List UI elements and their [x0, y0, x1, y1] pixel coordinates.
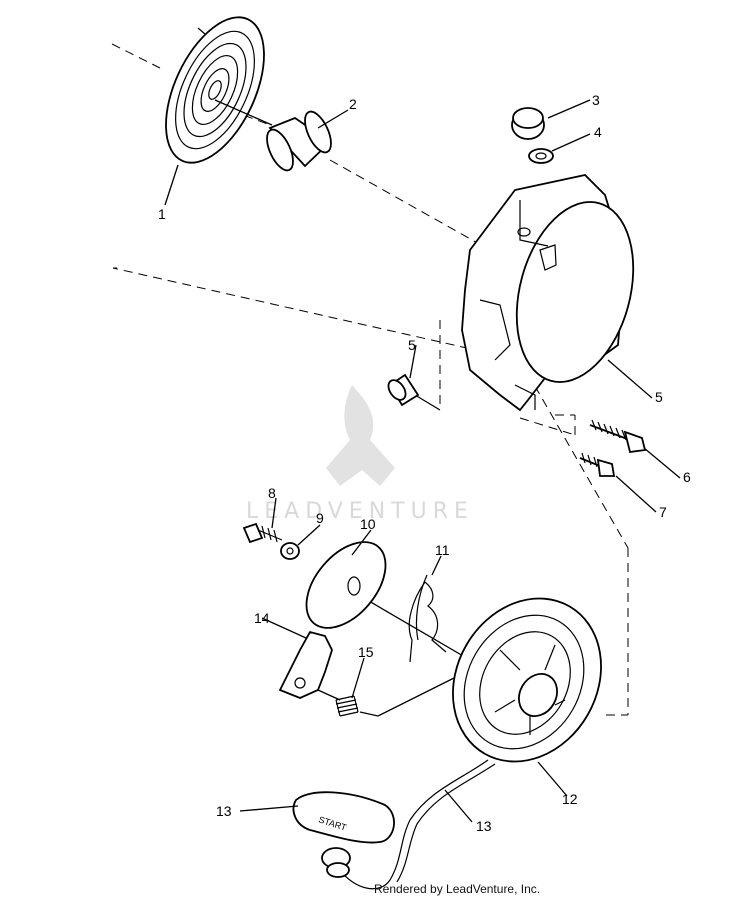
- callout-2: 2: [349, 96, 357, 112]
- callout-3: 3: [592, 92, 600, 108]
- small-bushing-part-5: [387, 373, 420, 407]
- starter-housing-part-5: [461, 174, 635, 412]
- callout-7: 7: [659, 504, 667, 520]
- leadventure-watermark: LEADVENTURE: [246, 385, 474, 524]
- render-credit: Rendered by LeadVenture, Inc.: [374, 882, 540, 896]
- callout-6: 6: [683, 469, 691, 485]
- washer-part-9: [280, 542, 300, 560]
- plug-part-3: [511, 107, 545, 140]
- callout-11: 11: [435, 542, 450, 558]
- bolt-part-8: [242, 522, 283, 544]
- callout-15: 15: [358, 644, 374, 660]
- pulley-part-12: [452, 597, 602, 763]
- leader-lines: [164, 99, 681, 823]
- callouts: 1 2 3 4 5 5 6 7 8 9 10 11 12 13 13 14 15: [158, 92, 691, 834]
- callout-10: 10: [360, 516, 376, 532]
- callout-5-housing: 5: [655, 389, 663, 405]
- washer-part-4: [528, 148, 554, 164]
- callout-13-handle: 13: [216, 803, 232, 819]
- clip-part-11: [408, 574, 447, 663]
- callout-4: 4: [594, 124, 602, 140]
- callout-14: 14: [254, 610, 270, 626]
- rope-part-13: [339, 759, 496, 890]
- bushing-part-2: [266, 110, 332, 172]
- callout-5-bushing: 5: [408, 337, 416, 353]
- plate-part-10: [305, 541, 387, 629]
- screw-part-7: [579, 452, 616, 477]
- screw-part-6: [589, 419, 647, 453]
- callout-1: 1: [158, 206, 166, 222]
- callout-8: 8: [268, 485, 276, 501]
- pawl-part-14: [278, 630, 333, 699]
- spring-part-15: [335, 695, 359, 717]
- callout-12: 12: [562, 791, 578, 807]
- recoil-spring-part-1: [165, 16, 273, 164]
- callout-9: 9: [316, 510, 324, 526]
- watermark-text: LEADVENTURE: [246, 499, 474, 524]
- callout-13-rope: 13: [476, 818, 492, 834]
- starter-handle-part-13: START: [292, 791, 395, 878]
